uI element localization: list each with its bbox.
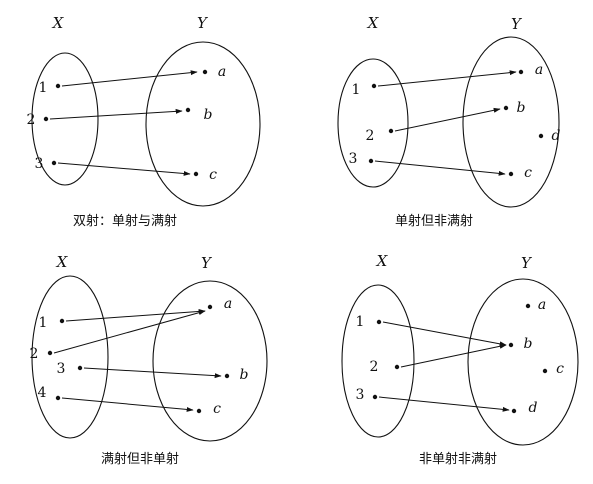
arrow-1-to-b [382,321,507,347]
set-y-label: Y [201,254,213,272]
set-y-label: Y [511,15,523,33]
set-x-ellipse [31,275,109,439]
set-y-ellipse [467,278,579,446]
codomain-point-b [508,342,514,348]
arrow-2-to-b [394,107,501,132]
domain-label-4: 4 [38,385,47,401]
codomain-label-b: b [517,100,526,116]
codomain-point-b [185,107,191,113]
domain-point-1 [376,319,382,325]
domain-label-2: 2 [30,346,39,362]
domain-point-2 [43,116,49,122]
codomain-label-c: c [209,167,217,183]
arrow-3-to-c [57,162,191,176]
set-x-ellipse [31,52,99,186]
set-x-label: X [376,252,389,270]
arrow-1-to-a [61,70,198,87]
panel-4: X Y 1 23 a b c d 非单射非满射 [341,252,579,467]
arrow-2-to-b [49,108,183,120]
domain-label-2: 2 [370,359,379,375]
domain-point-2 [388,128,394,134]
domain-point-2 [394,364,400,370]
domain-label-3: 3 [349,151,358,167]
arrow-4-to-c [61,397,194,412]
domain-point-3 [51,160,57,166]
codomain-label-d: d [552,128,561,144]
codomain-label-a: a [218,64,226,80]
arrow-2-to-a [53,310,206,354]
panel-3: X Y 12 34 a b c 满射但非单射 [30,253,268,467]
set-y-ellipse [462,36,560,208]
set-x-label: X [367,14,380,32]
codomain-point-a [202,69,208,75]
set-x-label: X [56,253,69,271]
codomain-point-a [525,303,531,309]
panel-caption: 双射：单射与满射 [73,213,177,229]
arrow-1-to-a [377,70,517,87]
codomain-label-a: a [535,62,543,78]
panel-1: X Y 12 3 a b c 双射：单射与满射 [27,14,261,229]
codomain-point-c [193,171,199,177]
domain-label-3: 3 [356,387,365,403]
arrow-3-to-c [374,160,506,176]
domain-point-2 [47,350,53,356]
domain-point-3 [77,365,83,371]
set-x-ellipse [337,58,409,188]
codomain-label-c: c [556,361,564,377]
domain-label-3: 3 [57,361,66,377]
set-y-ellipse [145,41,261,207]
codomain-label-d: d [529,400,538,416]
domain-label-3: 3 [35,156,44,172]
codomain-point-b [503,105,509,111]
domain-point-3 [372,394,378,400]
domain-point-1 [55,83,61,89]
codomain-label-c: c [213,401,221,417]
set-x-ellipse [341,284,415,438]
codomain-label-c: c [524,165,532,181]
domain-point-4 [55,395,61,401]
panel-2: X Y 1 23 a b d c 单射但非满射 [337,14,561,229]
domain-point-1 [59,318,65,324]
codomain-label-a: a [224,296,232,312]
panel-caption: 满射但非单射 [101,451,179,467]
domain-point-1 [371,83,377,89]
domain-label-1: 1 [39,80,48,96]
codomain-point-b [224,373,230,379]
set-y-label: Y [521,254,533,272]
domain-point-3 [368,158,374,164]
codomain-point-d [511,408,517,414]
codomain-point-a [207,304,213,310]
codomain-point-c [196,408,202,414]
set-x-label: X [52,14,65,32]
set-y-label: Y [197,14,209,32]
arrow-1-to-a [65,309,206,322]
arrow-3-to-d [378,396,510,412]
codomain-label-b: b [524,336,533,352]
codomain-point-c [542,368,548,374]
set-y-ellipse [152,280,268,442]
codomain-point-d [538,133,544,139]
domain-label-1: 1 [356,314,365,330]
domain-label-2: 2 [27,112,36,128]
arrow-2-to-b [400,343,507,368]
codomain-label-b: b [204,107,213,123]
panel-caption: 单射但非满射 [395,213,473,229]
domain-label-1: 1 [352,82,361,98]
codomain-point-c [508,171,514,177]
domain-label-2: 2 [366,128,375,144]
codomain-point-a [518,69,524,75]
codomain-label-b: b [240,367,249,383]
codomain-label-a: a [538,297,546,313]
domain-label-1: 1 [39,315,48,331]
panel-caption: 非单射非满射 [419,451,497,467]
arrow-3-to-b [83,367,222,379]
